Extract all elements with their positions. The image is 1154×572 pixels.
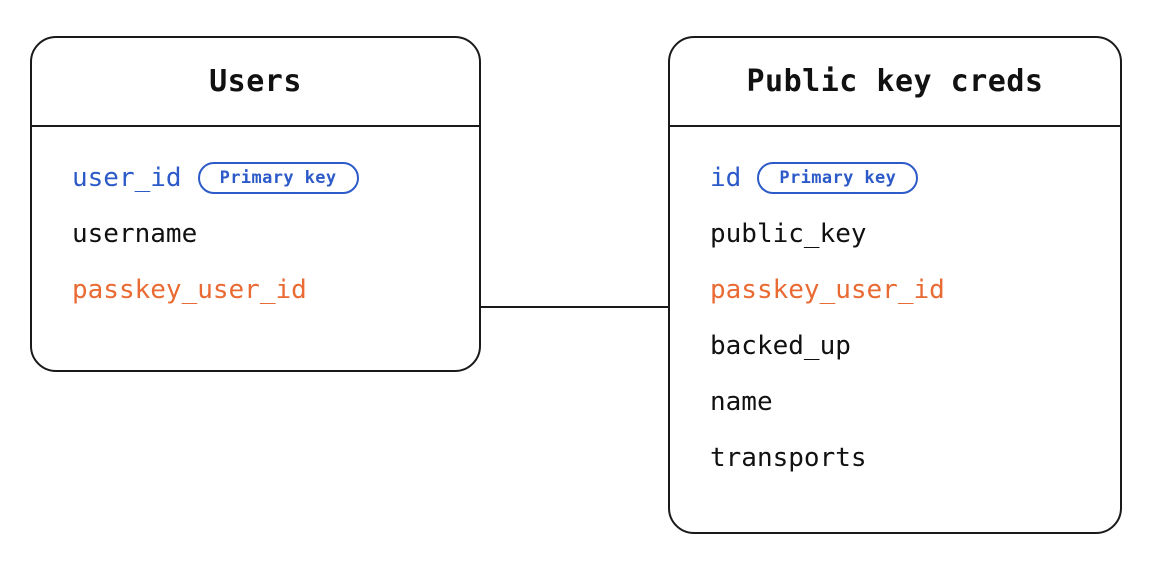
entity-field-list-public-key-creds: id Primary key public_key passkey_user_i… <box>670 127 1120 532</box>
entity-box-users[interactable]: Users user_id Primary key username passk… <box>30 36 481 372</box>
field-name-public-key: public_key <box>710 219 867 249</box>
field-row-transports[interactable]: transports <box>670 430 1120 486</box>
entity-header-public-key-creds: Public key creds <box>670 38 1120 127</box>
field-name-passkey-user-id: passkey_user_id <box>72 275 307 305</box>
field-name-user-id: user_id <box>72 163 182 193</box>
relationship-connector-users-to-public-key-creds <box>481 306 668 308</box>
field-row-user-id[interactable]: user_id Primary key <box>32 150 479 206</box>
primary-key-badge-label: Primary key <box>219 167 337 188</box>
entity-header-users: Users <box>32 38 479 127</box>
entity-title-public-key-creds: Public key creds <box>746 64 1044 99</box>
entity-title-users: Users <box>209 64 302 99</box>
field-row-passkey-user-id[interactable]: passkey_user_id <box>32 262 479 318</box>
field-name-passkey-user-id: passkey_user_id <box>710 275 945 305</box>
field-name-backed-up: backed_up <box>710 331 851 361</box>
entity-box-public-key-creds[interactable]: Public key creds id Primary key public_k… <box>668 36 1122 534</box>
field-row-passkey-user-id[interactable]: passkey_user_id <box>670 262 1120 318</box>
primary-key-badge-id: Primary key <box>757 162 919 194</box>
entity-field-list-users: user_id Primary key username passkey_use… <box>32 127 479 370</box>
primary-key-badge-user-id: Primary key <box>197 162 359 194</box>
field-name-transports: transports <box>710 443 867 473</box>
primary-key-badge-label: Primary key <box>779 167 897 188</box>
field-row-name[interactable]: name <box>670 374 1120 430</box>
field-name-name: name <box>710 387 773 417</box>
field-row-backed-up[interactable]: backed_up <box>670 318 1120 374</box>
field-name-id: id <box>710 163 742 193</box>
field-row-username[interactable]: username <box>32 206 479 262</box>
field-row-id[interactable]: id Primary key <box>670 150 1120 206</box>
field-name-username: username <box>72 219 198 249</box>
field-row-public-key[interactable]: public_key <box>670 206 1120 262</box>
